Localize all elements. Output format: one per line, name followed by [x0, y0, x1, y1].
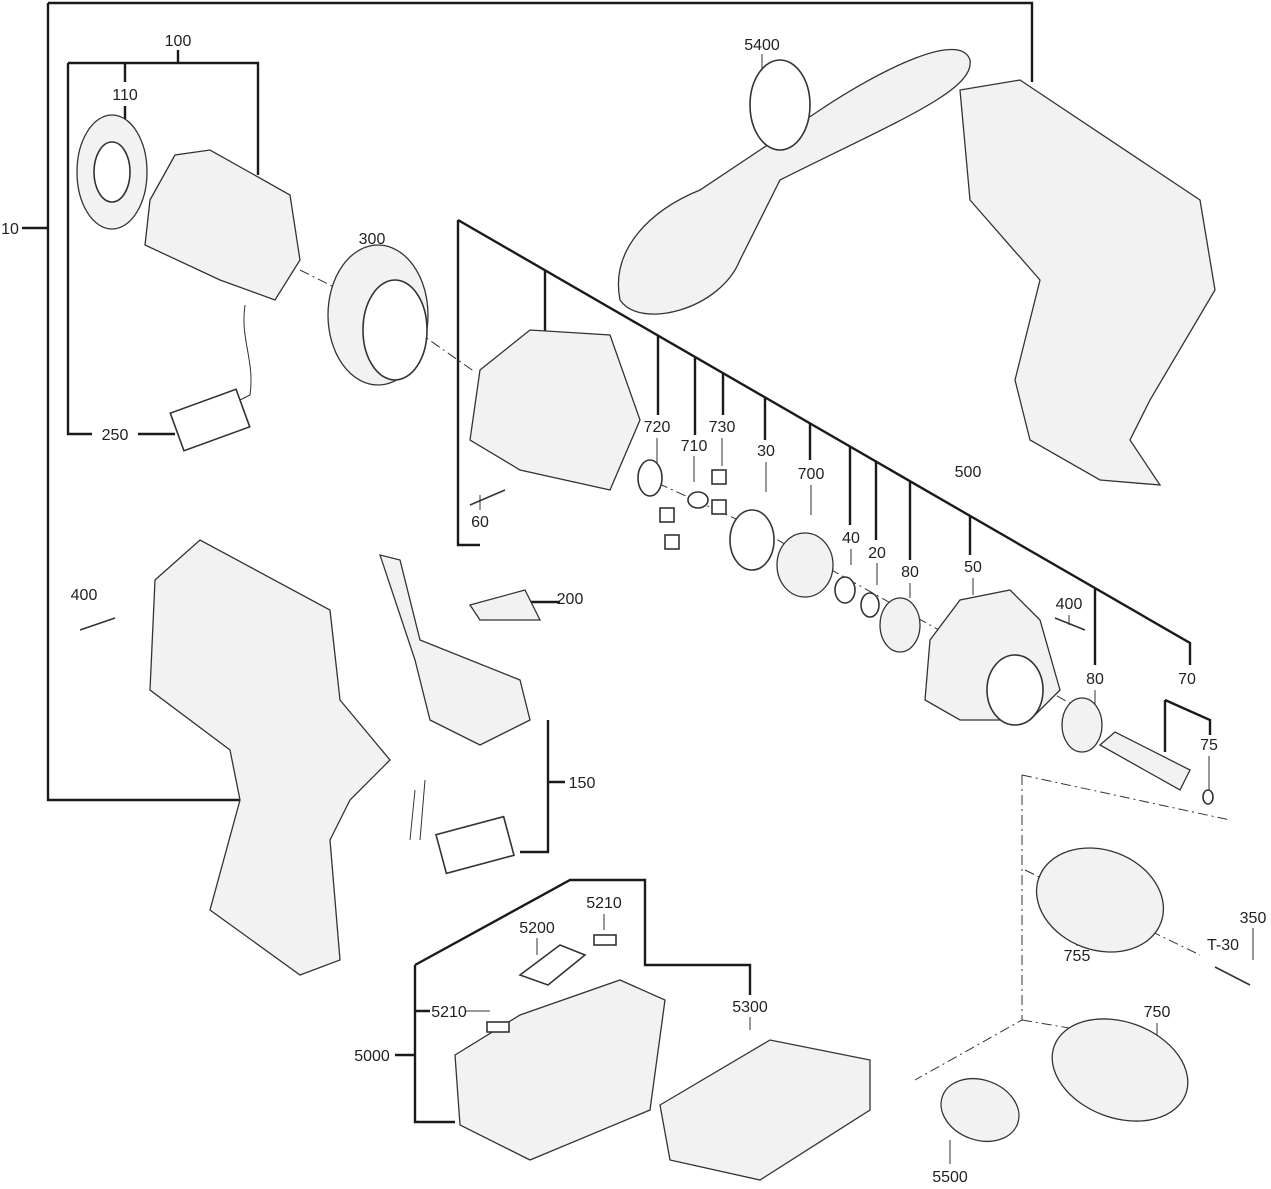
part-labels: 100 110 10 300 250 5400 720 710 730 30 7… — [1, 33, 1266, 1186]
ring-40 — [834, 576, 856, 604]
label-350: 350 — [1240, 910, 1267, 927]
label-10: 10 — [1, 221, 19, 238]
chuck-750 — [1051, 1018, 1189, 1122]
motor-100 — [144, 149, 301, 301]
label-500: 500 — [955, 464, 982, 481]
chuck-755 — [1035, 847, 1165, 953]
adapter-5500 — [940, 1078, 1020, 1142]
label-720: 720 — [644, 419, 671, 436]
gearbox-assembly — [469, 329, 641, 491]
screw-60 — [469, 489, 506, 506]
connector-250 — [169, 388, 251, 452]
label-730: 730 — [709, 419, 736, 436]
label-5210: 5210 — [431, 1004, 467, 1021]
label-40: 40 — [842, 530, 860, 547]
label-5210: 5210 — [586, 895, 622, 912]
label-100: 100 — [165, 33, 192, 50]
label-5400: 5400 — [744, 37, 780, 54]
switch-150 — [379, 554, 531, 746]
part-drawings — [76, 49, 1251, 1181]
label-400: 400 — [1056, 596, 1083, 613]
switch-lever-200 — [468, 589, 542, 621]
screw-400 — [1054, 617, 1086, 631]
side-handle-5400 — [617, 49, 971, 315]
handle-5200 — [518, 944, 587, 986]
label-50: 50 — [964, 559, 982, 576]
label-5300: 5300 — [732, 999, 768, 1016]
screw-400b — [79, 617, 116, 631]
label-300: 300 — [359, 231, 386, 248]
bearing-80 — [879, 597, 921, 653]
label-80: 80 — [901, 564, 919, 581]
label-710: 710 — [681, 438, 708, 455]
disc-720 — [637, 459, 663, 497]
spring-20 — [860, 592, 880, 618]
label-75: 75 — [1200, 737, 1218, 754]
label-5200: 5200 — [519, 920, 555, 937]
label-5000: 5000 — [354, 1048, 390, 1065]
label-700: 700 — [798, 466, 825, 483]
label-t30: T-30 — [1207, 937, 1239, 954]
label-750: 750 — [1144, 1004, 1171, 1021]
label-80: 80 — [1086, 671, 1104, 688]
spindle-70 — [1098, 731, 1191, 791]
label-60: 60 — [471, 514, 489, 531]
label-5500: 5500 — [932, 1169, 968, 1186]
ring-75 — [1202, 789, 1214, 805]
latch-5210a — [593, 934, 617, 946]
latch-5210b — [486, 1021, 510, 1033]
label-110: 110 — [112, 87, 138, 104]
bearing-80b — [1061, 697, 1103, 753]
label-400: 400 — [71, 587, 98, 604]
nut-700 — [776, 532, 834, 598]
case-5000 — [454, 979, 666, 1161]
housing-right — [959, 79, 1216, 486]
housing-left — [149, 539, 391, 976]
label-30: 30 — [757, 443, 775, 460]
circlip-30 — [729, 509, 775, 571]
leader-lines — [22, 1, 1254, 1164]
label-20: 20 — [868, 545, 886, 562]
screw-350 — [1214, 966, 1251, 986]
label-250: 250 — [102, 427, 129, 444]
label-200: 200 — [557, 591, 584, 608]
insert-5300 — [659, 1039, 871, 1181]
label-755: 755 — [1064, 948, 1091, 965]
label-70: 70 — [1178, 671, 1196, 688]
label-150: 150 — [569, 775, 596, 792]
